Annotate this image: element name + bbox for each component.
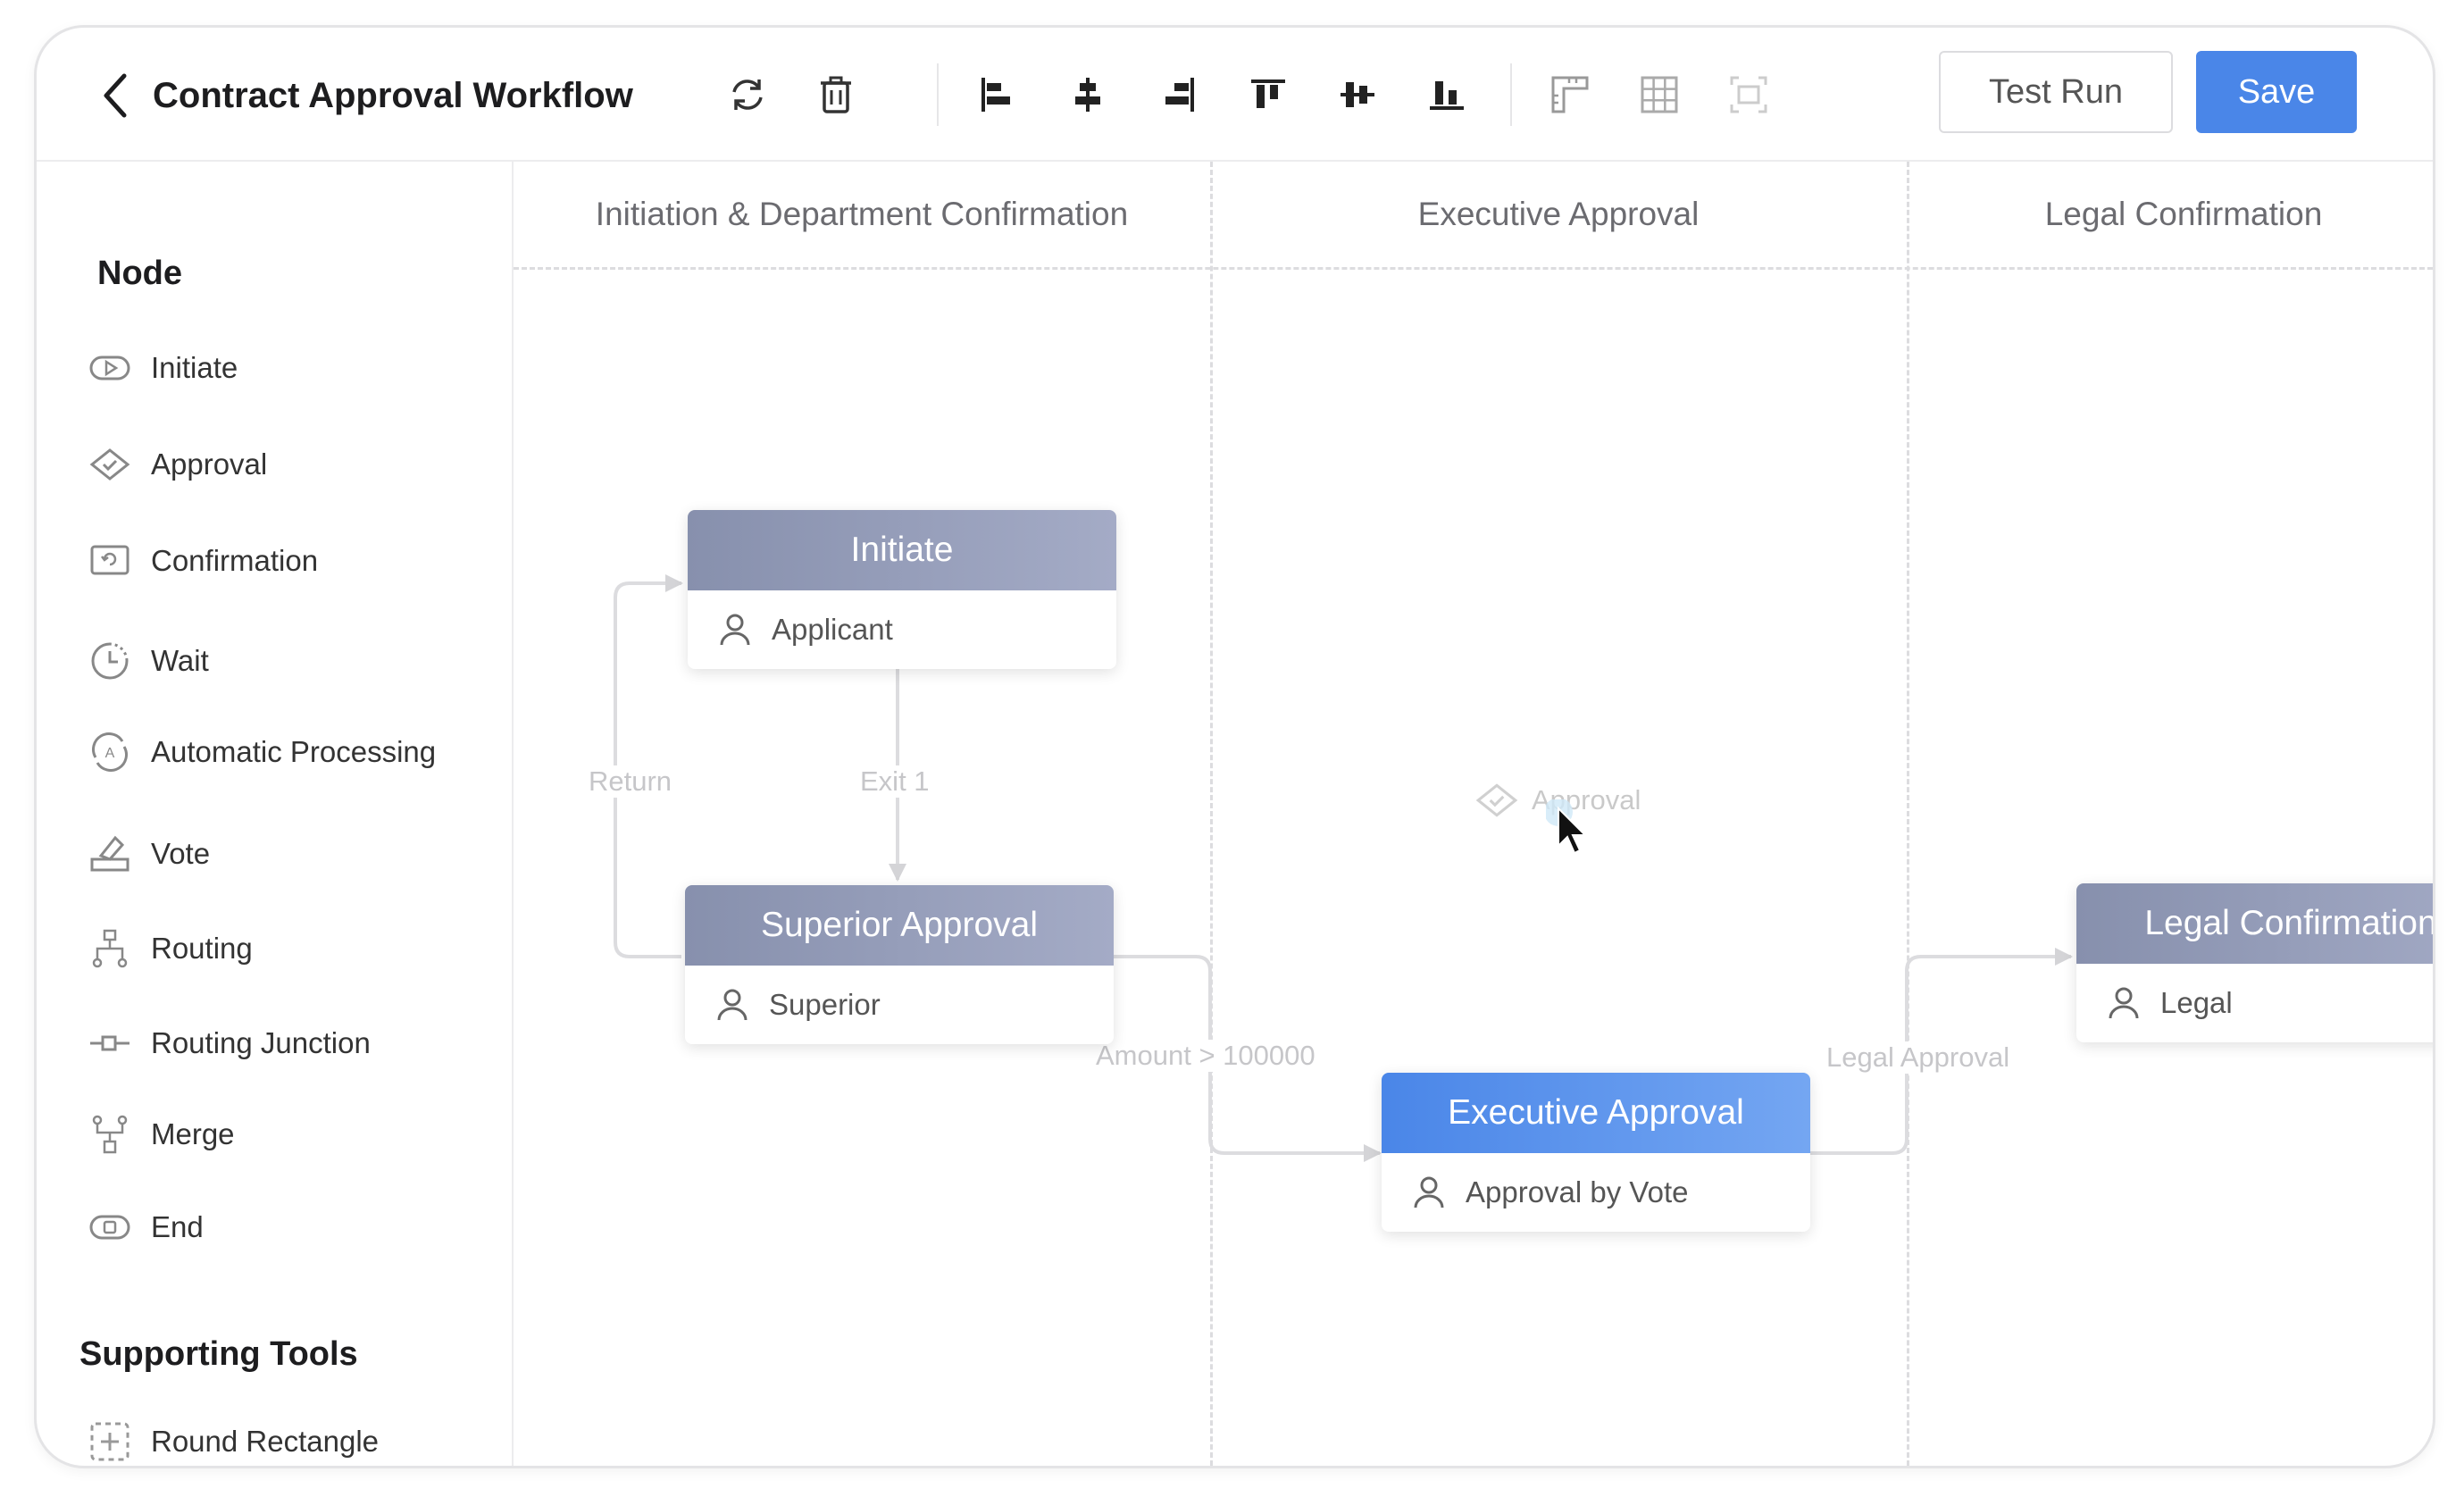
lane-divider — [1907, 162, 1909, 1466]
palette-item-label: Routing — [151, 932, 253, 965]
toolbar: Contract Approval Workflow — [37, 28, 2433, 162]
palette-item-automatic-processing[interactable]: A Automatic Processing — [87, 721, 436, 783]
node-initiate[interactable]: Initiate Applicant — [688, 510, 1116, 669]
align-right-icon[interactable] — [1153, 69, 1205, 121]
node-title: Initiate — [688, 510, 1116, 590]
node-superior-approval[interactable]: Superior Approval Superior — [685, 885, 1114, 1044]
refresh-icon[interactable] — [722, 69, 773, 121]
node-assignee: Superior — [769, 988, 881, 1021]
node-title: Legal Confirmation — [2076, 883, 2433, 964]
palette-item-round-rectangle[interactable]: Round Rectangle — [87, 1410, 380, 1466]
edge-label-legal-approval: Legal Approval — [1821, 1041, 2016, 1074]
edge-label-return: Return — [583, 765, 678, 798]
lane-header-initiation: Initiation & Department Confirmation — [595, 196, 1129, 232]
initiate-icon — [87, 345, 133, 391]
edge-label-exit: Exit 1 — [855, 765, 935, 798]
palette-item-label: Initiate — [151, 351, 238, 384]
round-rectangle-icon — [87, 1418, 133, 1465]
page-title: Contract Approval Workflow — [153, 76, 633, 115]
connector-layer — [614, 574, 2073, 1162]
confirmation-icon — [87, 538, 133, 584]
svg-text:A: A — [105, 746, 115, 761]
grid-icon[interactable] — [1633, 69, 1685, 121]
supporting-tools-heading: Supporting Tools — [79, 1335, 358, 1373]
align-left-icon[interactable] — [971, 69, 1023, 121]
node-assignee-row: Applicant — [688, 590, 1116, 669]
app-window: Contract Approval Workflow — [34, 25, 2435, 1468]
end-icon — [87, 1204, 133, 1250]
node-assignee: Legal — [2160, 986, 2233, 1019]
edge-label-amount: Amount > 100000 — [1090, 1040, 1321, 1072]
merge-icon — [87, 1111, 133, 1158]
node-assignee-row: Superior — [685, 966, 1114, 1044]
align-middle-vertical-icon[interactable] — [1332, 69, 1383, 121]
test-run-button[interactable]: Test Run — [1939, 51, 2173, 133]
palette-item-approval[interactable]: Approval — [87, 433, 267, 496]
node-assignee: Approval by Vote — [1466, 1175, 1689, 1208]
lane-header-divider — [514, 267, 2433, 270]
lane-header-executive: Executive Approval — [1417, 196, 1700, 232]
node-title: Executive Approval — [1382, 1073, 1810, 1153]
palette-item-merge[interactable]: Merge — [87, 1103, 235, 1166]
palette-item-label: Merge — [151, 1117, 235, 1150]
node-legal-confirmation[interactable]: Legal Confirmation Legal — [2076, 883, 2433, 1042]
palette-item-initiate[interactable]: Initiate — [87, 337, 238, 399]
lane-header-legal: Legal Confirmation — [2044, 196, 2323, 232]
vote-icon — [87, 831, 133, 877]
routing-icon — [87, 925, 133, 972]
palette-item-label: Wait — [151, 644, 209, 677]
palette-item-routing-junction[interactable]: Routing Junction — [87, 1012, 371, 1075]
align-top-icon[interactable] — [1242, 69, 1294, 121]
user-icon — [2109, 987, 2139, 1019]
node-palette: Node Initiate Approval Confirmation Wait… — [37, 162, 514, 1466]
palette-item-label: Confirmation — [151, 544, 319, 577]
toolbar-divider — [1510, 63, 1512, 126]
ruler-icon[interactable] — [1544, 69, 1596, 121]
palette-item-label: End — [151, 1210, 204, 1243]
user-icon — [1414, 1176, 1444, 1208]
delete-icon[interactable] — [810, 69, 862, 121]
back-arrow-icon[interactable] — [97, 69, 133, 122]
align-center-horizontal-icon[interactable] — [1062, 69, 1114, 121]
align-bottom-icon[interactable] — [1421, 69, 1473, 121]
user-icon — [717, 989, 748, 1021]
toolbar-divider — [937, 63, 939, 126]
mouse-cursor-icon — [1544, 798, 1600, 866]
approval-icon — [1475, 783, 1518, 817]
node-assignee: Applicant — [772, 613, 893, 646]
routing-junction-icon — [87, 1020, 133, 1066]
node-section-heading: Node — [97, 255, 182, 292]
approval-icon — [87, 441, 133, 488]
node-executive-approval[interactable]: Executive Approval Approval by Vote — [1382, 1073, 1810, 1232]
wait-icon — [87, 638, 133, 684]
node-title: Superior Approval — [685, 885, 1114, 966]
user-icon — [720, 614, 750, 646]
lane-divider — [1210, 162, 1213, 1466]
fit-frame-icon[interactable] — [1723, 69, 1775, 121]
palette-item-end[interactable]: End — [87, 1196, 204, 1259]
node-assignee-row: Legal — [2076, 964, 2433, 1042]
palette-item-label: Approval — [151, 447, 268, 481]
palette-item-vote[interactable]: Vote — [87, 823, 210, 885]
palette-item-label: Routing Junction — [151, 1026, 371, 1059]
palette-item-confirmation[interactable]: Confirmation — [87, 530, 318, 592]
palette-item-label: Vote — [151, 837, 211, 870]
node-assignee-row: Approval by Vote — [1382, 1153, 1810, 1232]
workflow-canvas[interactable]: Initiation & Department Confirmation Exe… — [514, 162, 2433, 1466]
palette-item-wait[interactable]: Wait — [87, 630, 209, 692]
palette-item-label: Automatic Processing — [151, 735, 437, 768]
automatic-processing-icon: A — [87, 729, 133, 775]
palette-item-routing[interactable]: Routing — [87, 917, 253, 980]
save-button[interactable]: Save — [2196, 51, 2357, 133]
palette-item-label: Round Rectangle — [151, 1425, 380, 1458]
